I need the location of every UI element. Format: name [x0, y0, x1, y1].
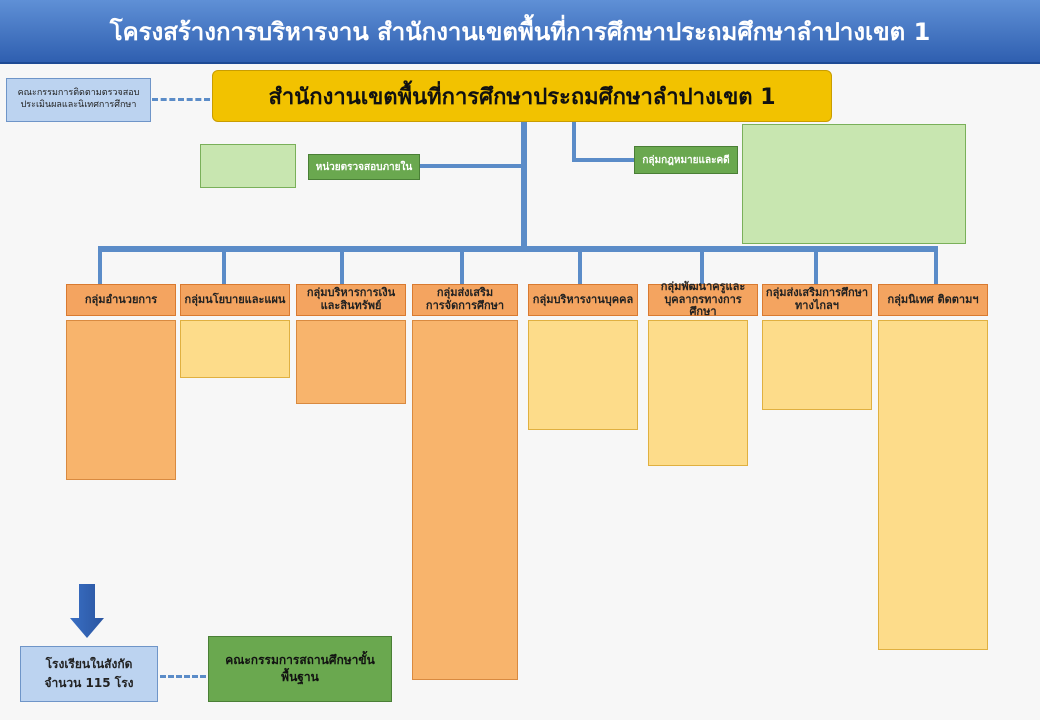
monitoring-committee-line1: คณะกรรมการติดตามตรวจสอบ [17, 88, 140, 99]
drop-line-1 [98, 250, 102, 284]
dept-header-teacher-dev: กลุ่มพัฒนาครูและบุคลากรทางการศึกษา [648, 280, 758, 318]
main-office-box: สำนักงานเขตพื้นที่การศึกษาประถมศึกษาลำปา… [212, 70, 832, 122]
drop-line-7 [814, 250, 818, 284]
legal-connector-v [572, 122, 576, 162]
legal-connector-h [572, 158, 634, 162]
dept-header-distance: กลุ่มส่งเสริมการศึกษาทางไกลฯ [762, 284, 872, 316]
schools-line2: จำนวน 115 โรง [44, 676, 134, 690]
arrow-down-icon [70, 584, 104, 638]
dept-header-promotion: กลุ่มส่งเสริมการจัดการศึกษา [412, 284, 518, 316]
dept-detail-admin [66, 320, 176, 480]
board-line1: คณะกรรมการสถานศึกษาขั้น [225, 653, 375, 668]
trunk-line [521, 122, 527, 250]
dept-header-finance: กลุ่มบริหารการเงินและสินทรัพย์ [296, 284, 406, 316]
drop-line-2 [222, 250, 226, 284]
horizontal-bus-line [98, 246, 938, 252]
monitoring-committee-box: คณะกรรมการติดตามตรวจสอบ ประเมินผลและนิเท… [6, 78, 151, 122]
monitoring-committee-line2: ประเมินผลและนิเทศการศึกษา [20, 100, 137, 110]
schools-box: โรงเรียนในสังกัด จำนวน 115 โรง [20, 646, 158, 702]
dept-header-admin: กลุ่มอำนวยการ [66, 284, 176, 316]
board-line2: พื้นฐาน [281, 670, 319, 684]
drop-line-4 [460, 250, 464, 284]
dept-detail-teacher-dev [648, 320, 748, 466]
dept-header-policy: กลุ่มนโยบายและแผน [180, 284, 290, 316]
dept-detail-distance [762, 320, 872, 410]
dept-header-supervision: กลุ่มนิเทศ ติดตามฯ [878, 284, 988, 316]
schools-dashed-link [160, 675, 206, 678]
audit-unit-box: หน่วยตรวจสอบภายใน [308, 154, 420, 180]
dept-header-personnel: กลุ่มบริหารงานบุคคล [528, 284, 638, 316]
dept-detail-policy [180, 320, 290, 378]
dept-detail-supervision [878, 320, 988, 650]
legal-group-box: กลุ่มกฎหมายและคดี [634, 146, 738, 174]
audit-duties-box [200, 144, 296, 188]
dept-detail-promotion [412, 320, 518, 680]
committee-dashed-link [152, 98, 210, 101]
dept-detail-finance [296, 320, 406, 404]
schools-line1: โรงเรียนในสังกัด [45, 656, 133, 671]
basic-education-board-box: คณะกรรมการสถานศึกษาขั้น พื้นฐาน [208, 636, 392, 702]
drop-line-8 [934, 250, 938, 284]
drop-line-3 [340, 250, 344, 284]
dept-detail-personnel [528, 320, 638, 430]
drop-line-6 [700, 250, 704, 284]
audit-connector-line [420, 164, 524, 168]
drop-line-5 [578, 250, 582, 284]
banner-title: โครงสร้างการบริหารงาน สำนักงานเขตพื้นที่… [0, 0, 1040, 64]
legal-duties-box [742, 124, 966, 244]
